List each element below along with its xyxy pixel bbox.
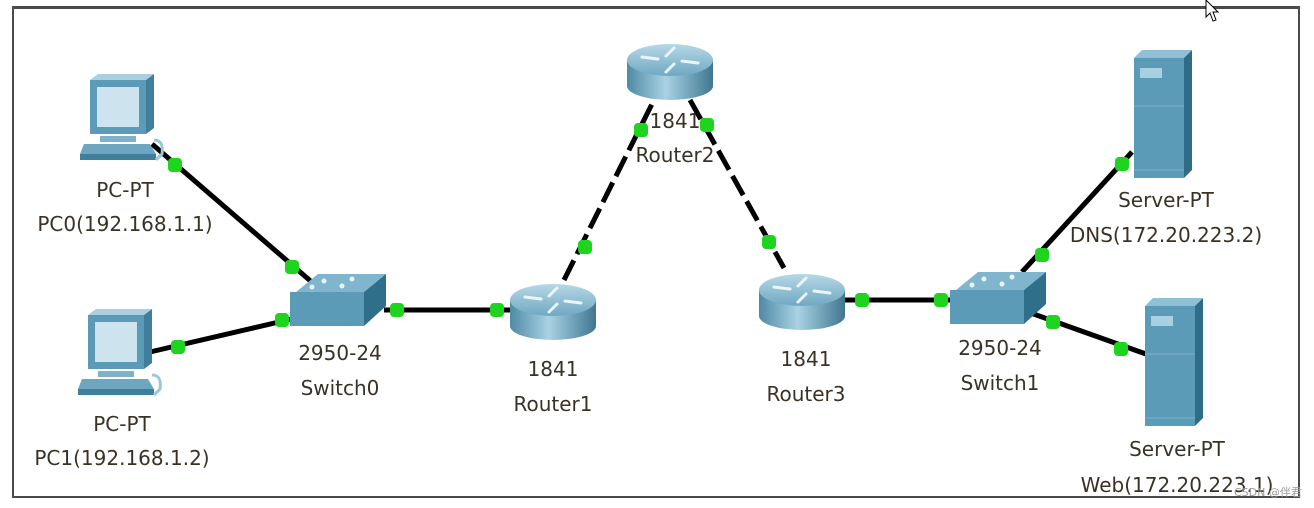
port-status-switch0-2	[390, 303, 404, 317]
port-status-web-7	[1114, 342, 1128, 356]
labels-layer: PC-PT PC0(192.168.1.1) PC-PT PC1(192.168.1.…	[34, 109, 1273, 497]
device-model-label-pc0: PC-PT	[96, 178, 154, 202]
port-status-pc1-1	[171, 340, 185, 354]
port-status-switch0-0	[285, 260, 299, 274]
port-status-router3-4	[762, 235, 776, 249]
device-model-label-router1: 1841	[528, 357, 579, 381]
switch-icon-switch0[interactable]	[290, 274, 386, 326]
port-status-router1-2	[490, 303, 504, 317]
port-status-dns-6	[1115, 157, 1129, 171]
device-model-label-web: Server-PT	[1129, 437, 1226, 461]
port-status-switch1-6	[1035, 248, 1049, 262]
mouse-cursor-icon	[1205, 0, 1220, 22]
link-switch1-web[interactable]	[1027, 309, 1147, 357]
device-name-label-pc1[interactable]: PC1(192.168.1.2)	[34, 446, 209, 470]
port-status-router2-4	[700, 118, 714, 132]
router-icon-router3[interactable]	[759, 274, 845, 330]
port-status-switch0-1	[275, 313, 289, 327]
device-name-label-dns[interactable]: DNS(172.20.223.2)	[1070, 223, 1262, 247]
port-status-router3-5	[855, 293, 869, 307]
device-model-label-switch0: 2950-24	[298, 341, 382, 365]
switch-icon-switch1[interactable]	[950, 272, 1046, 324]
device-name-label-router2[interactable]: Router2	[635, 143, 714, 167]
device-model-label-switch1: 2950-24	[958, 336, 1042, 360]
device-name-label-router1[interactable]: Router1	[513, 392, 592, 416]
router-icon-router2[interactable]	[627, 44, 713, 100]
port-status-switch1-7	[1046, 315, 1060, 329]
device-model-label-pc1: PC-PT	[93, 412, 151, 436]
device-name-label-router3[interactable]: Router3	[766, 382, 845, 406]
watermark: CSDN @伴君	[1234, 486, 1302, 499]
router-icon-router1[interactable]	[510, 284, 596, 340]
server-icon-web[interactable]	[1145, 298, 1203, 426]
pc-icon-pc0[interactable]	[80, 74, 164, 162]
port-status-router1-3	[578, 240, 592, 254]
port-status-pc0-0	[168, 158, 182, 172]
nodes-layer	[78, 44, 1203, 426]
device-model-label-router2: 1841	[650, 109, 701, 133]
device-name-label-pc0[interactable]: PC0(192.168.1.1)	[37, 212, 212, 236]
device-model-label-router3: 1841	[781, 347, 832, 371]
pc-icon-pc1[interactable]	[78, 309, 162, 397]
port-status-router2-3	[634, 123, 648, 137]
device-model-label-dns: Server-PT	[1118, 188, 1215, 212]
server-icon-dns[interactable]	[1134, 50, 1192, 178]
device-name-label-switch0[interactable]: Switch0	[301, 376, 380, 400]
device-name-label-web[interactable]: Web(172.20.223.1)	[1081, 473, 1274, 497]
device-name-label-switch1[interactable]: Switch1	[961, 371, 1040, 395]
port-status-switch1-5	[934, 293, 948, 307]
ports-layer	[168, 118, 1129, 356]
